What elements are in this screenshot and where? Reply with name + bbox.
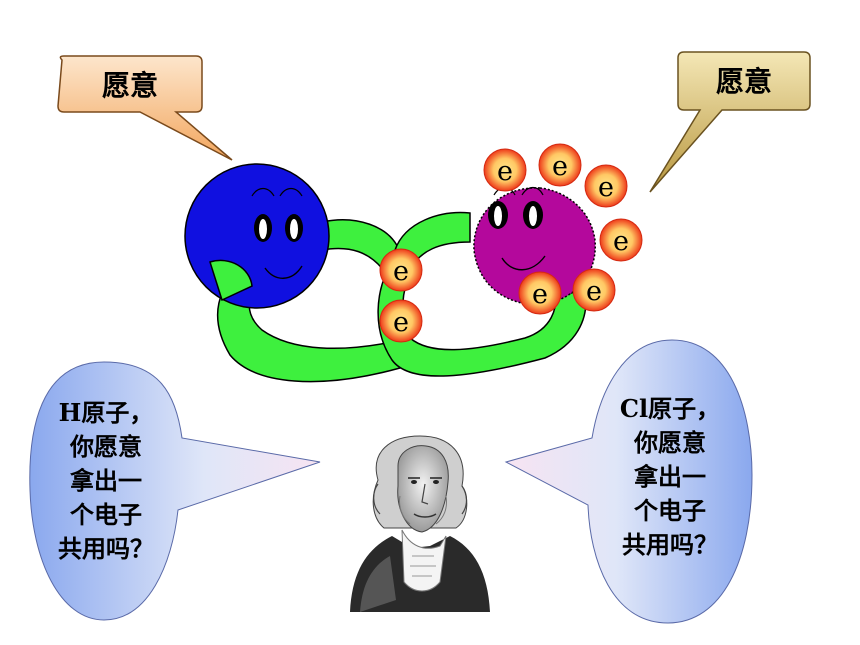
svg-text:e: e: [613, 226, 629, 257]
cl-electron-6: e: [518, 271, 562, 315]
cl-electron-4: e: [599, 218, 643, 262]
h-atom: [184, 163, 330, 309]
cl-electron-5: e: [572, 268, 616, 312]
electrons: e e e e e e e e: [379, 143, 643, 343]
callout-left: 愿意: [57, 55, 233, 161]
svg-text:e: e: [586, 276, 602, 307]
svg-text:e: e: [532, 279, 548, 310]
callout-right-text: 愿意: [716, 65, 772, 98]
svg-text:e: e: [552, 151, 568, 182]
cl-atom: [473, 186, 596, 306]
shared-electron-2: e: [379, 299, 423, 343]
bubble-left-line-2: 你愿意: [70, 432, 142, 461]
bubble-left-line-3: 拿出一: [70, 466, 142, 495]
cl-electron-2: e: [538, 143, 582, 187]
bubble-right-line-5: 共用吗？: [622, 530, 718, 559]
bubble-right-line-1: Cl原子，: [619, 394, 721, 423]
svg-text:e: e: [393, 256, 409, 287]
bubble-right-line-3: 拿出一: [634, 462, 706, 491]
callout-right: 愿意: [649, 51, 811, 193]
svg-text:e: e: [497, 156, 513, 187]
cl-electron-1: e: [483, 148, 527, 192]
bubble-left-line-4: 个电子: [70, 500, 142, 529]
bubble-right-line-2: 你愿意: [634, 428, 706, 457]
speech-bubble-left: [29, 361, 321, 621]
bubble-left-line-5: 共用吗？: [58, 534, 154, 563]
svg-text:e: e: [393, 307, 409, 338]
cl-electron-3: e: [584, 164, 628, 208]
svg-text:e: e: [598, 172, 614, 203]
bubble-right-line-4: 个电子: [634, 496, 706, 525]
speech-bubble-right: [504, 339, 753, 624]
callout-left-text: 愿意: [102, 69, 158, 102]
portrait: [350, 435, 490, 612]
shared-electron-1: e: [379, 248, 423, 292]
bubble-left-line-1: H原子，: [58, 398, 154, 427]
